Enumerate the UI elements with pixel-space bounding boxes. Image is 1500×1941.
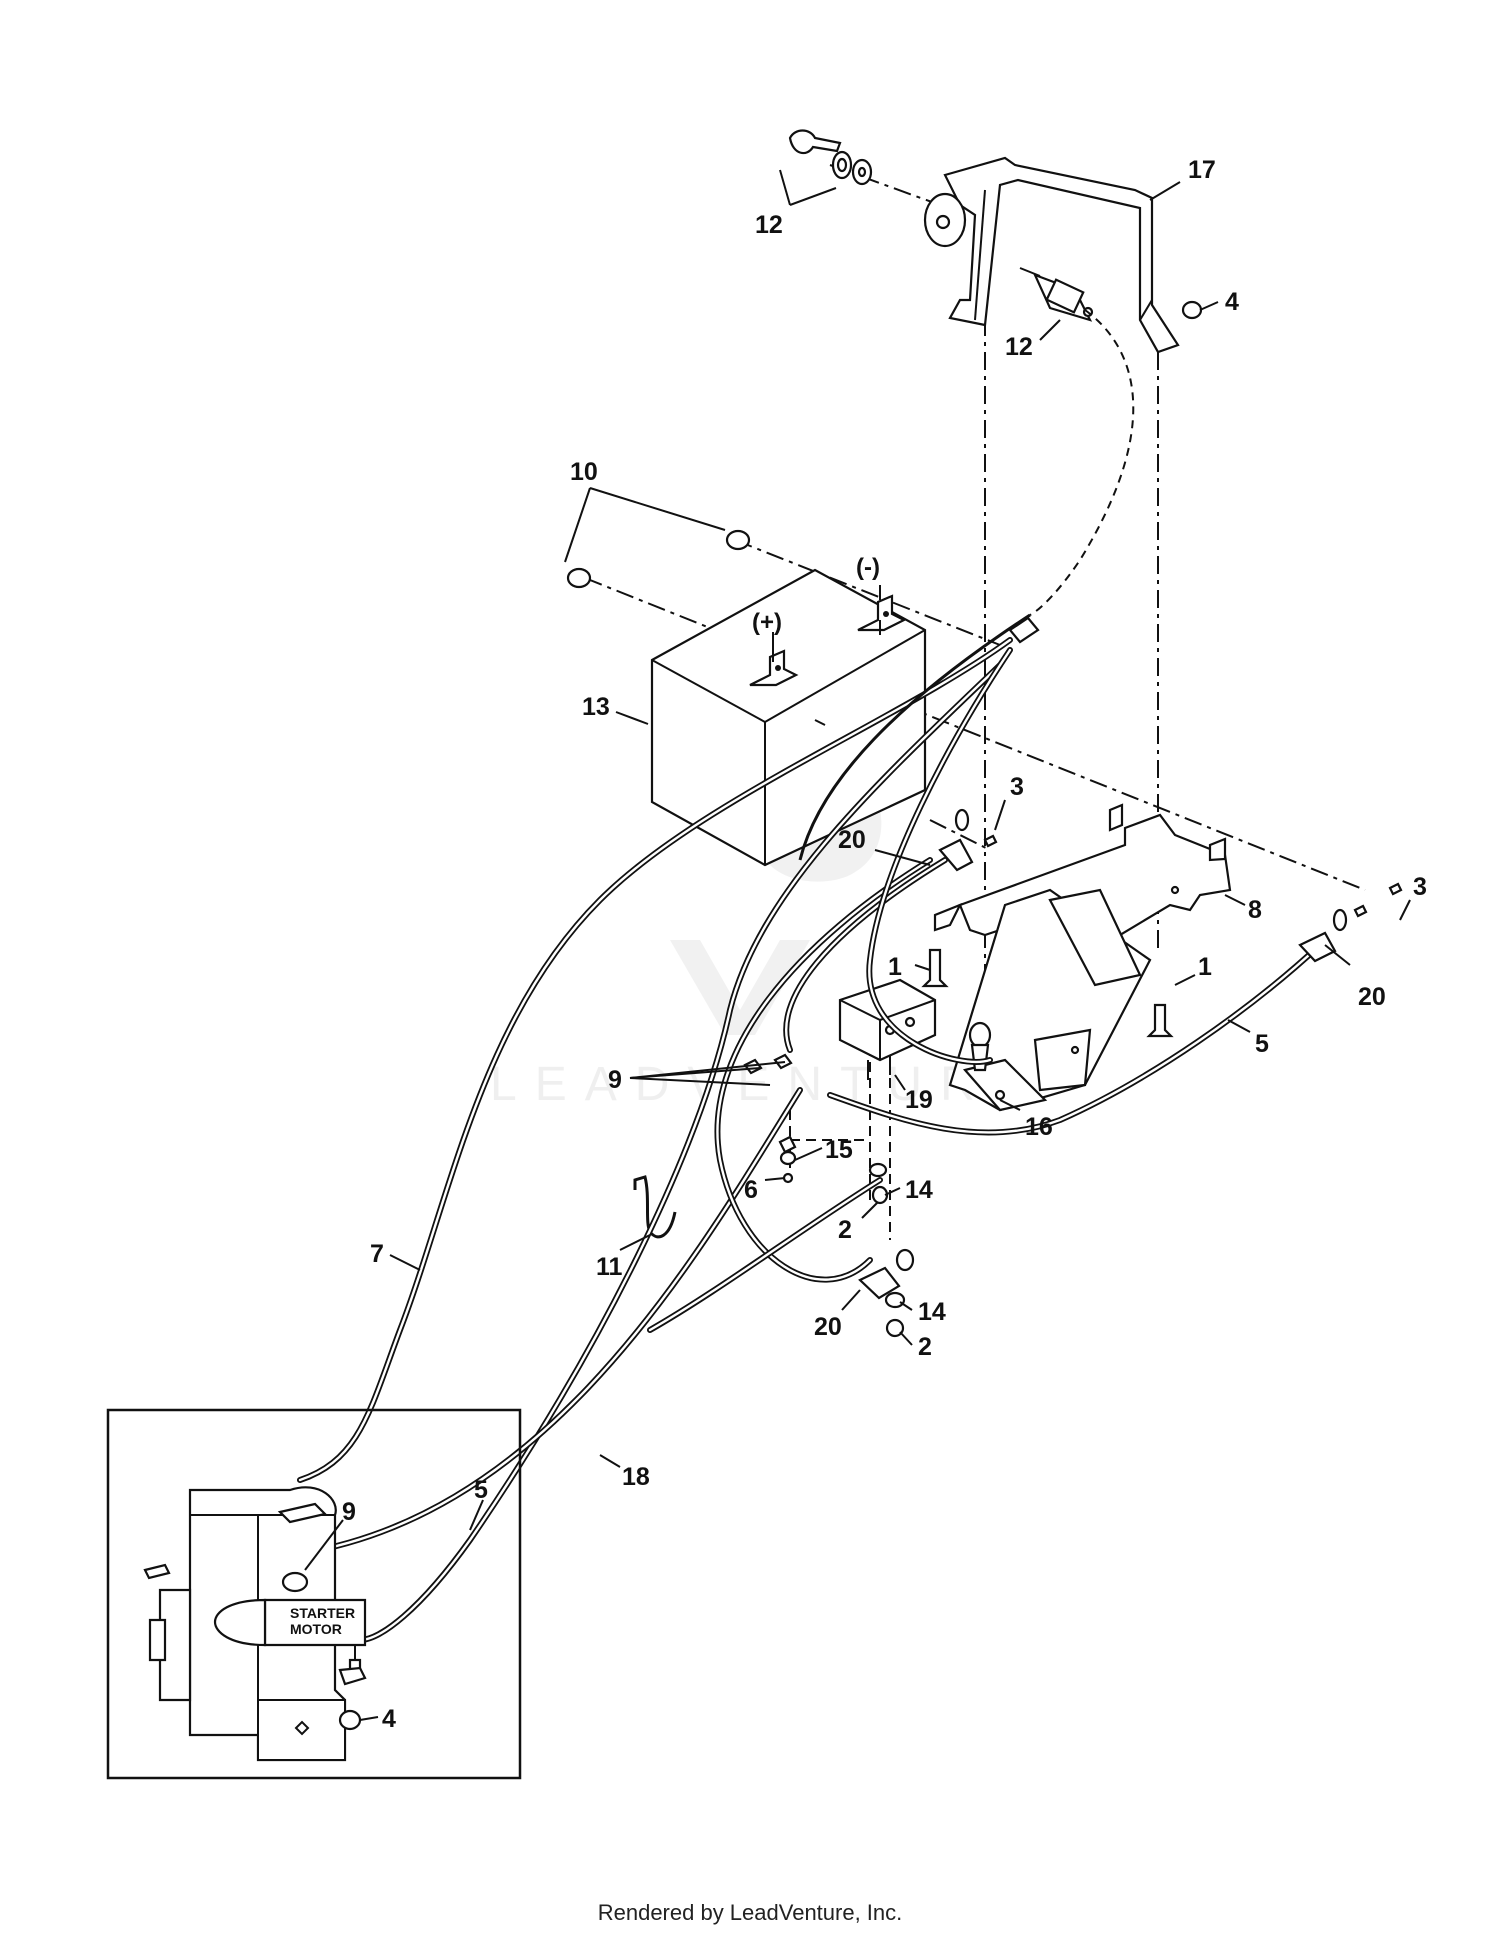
callout-11: 11 — [596, 1253, 623, 1281]
callout-17: 17 — [1188, 156, 1216, 184]
callout-5-right: 5 — [1255, 1030, 1269, 1058]
callout-6: 6 — [744, 1176, 758, 1204]
callout-3-right: 3 — [1413, 873, 1427, 901]
callout-20-bottom: 20 — [814, 1313, 842, 1341]
callout-1-left: 1 — [888, 953, 902, 981]
callout-2-top: 2 — [838, 1216, 852, 1244]
callouts: 17 4 12 12 10 (-) (+) 13 3 20 8 3 20 1 1… — [342, 156, 1427, 1733]
bracket-nut — [1181, 300, 1203, 320]
starter-motor: STARTER MOTOR — [213, 1502, 367, 1731]
battery-positive-label: (+) — [752, 609, 782, 636]
engine-inset — [106, 1408, 522, 1780]
callout-12-key: 12 — [755, 211, 783, 239]
callout-5-inset: 5 — [474, 1476, 488, 1504]
ignition-key-and-nut — [788, 129, 873, 186]
ignition-switch — [1019, 267, 1094, 322]
callout-15: 15 — [825, 1136, 853, 1164]
cables — [287, 309, 1323, 1643]
callout-16: 16 — [1025, 1113, 1053, 1141]
mounting-bracket — [948, 888, 1152, 1112]
callout-18: 18 — [622, 1463, 650, 1491]
callout-20-right: 20 — [1358, 983, 1386, 1011]
callout-12-switch: 12 — [1005, 333, 1033, 361]
callout-20-top: 20 — [838, 826, 866, 854]
callout-9-inset: 9 — [342, 1498, 356, 1526]
callout-1-right: 1 — [1198, 953, 1212, 981]
carriage-bolts — [921, 948, 1174, 1038]
battery-negative-label: (-) — [856, 554, 880, 581]
callout-9: 9 — [608, 1066, 622, 1094]
screws — [983, 834, 1403, 918]
starter-label-line2: MOTOR — [290, 1621, 342, 1637]
callout-14-bottom: 14 — [918, 1298, 946, 1326]
callout-3-left: 3 — [1010, 773, 1024, 801]
battery-nuts — [566, 529, 751, 589]
callout-7: 7 — [370, 1240, 384, 1268]
terminal-hardware — [743, 1053, 906, 1338]
callout-14-top: 14 — [905, 1176, 933, 1204]
leader-lines — [304, 169, 1411, 1721]
callout-10: 10 — [570, 458, 598, 486]
callout-4-inset: 4 — [382, 1705, 396, 1733]
battery — [650, 568, 927, 867]
callout-8: 8 — [1248, 896, 1262, 924]
callout-4-top: 4 — [1225, 288, 1239, 316]
callout-13: 13 — [582, 693, 610, 721]
callout-2-bottom: 2 — [918, 1333, 932, 1361]
starter-label-line1: STARTER — [290, 1605, 355, 1621]
callout-19: 19 — [905, 1086, 933, 1114]
battery-cable-clamps — [858, 616, 1348, 1300]
dash-bracket — [923, 156, 1180, 354]
render-credit: Rendered by LeadVenture, Inc. — [597, 1900, 903, 1925]
